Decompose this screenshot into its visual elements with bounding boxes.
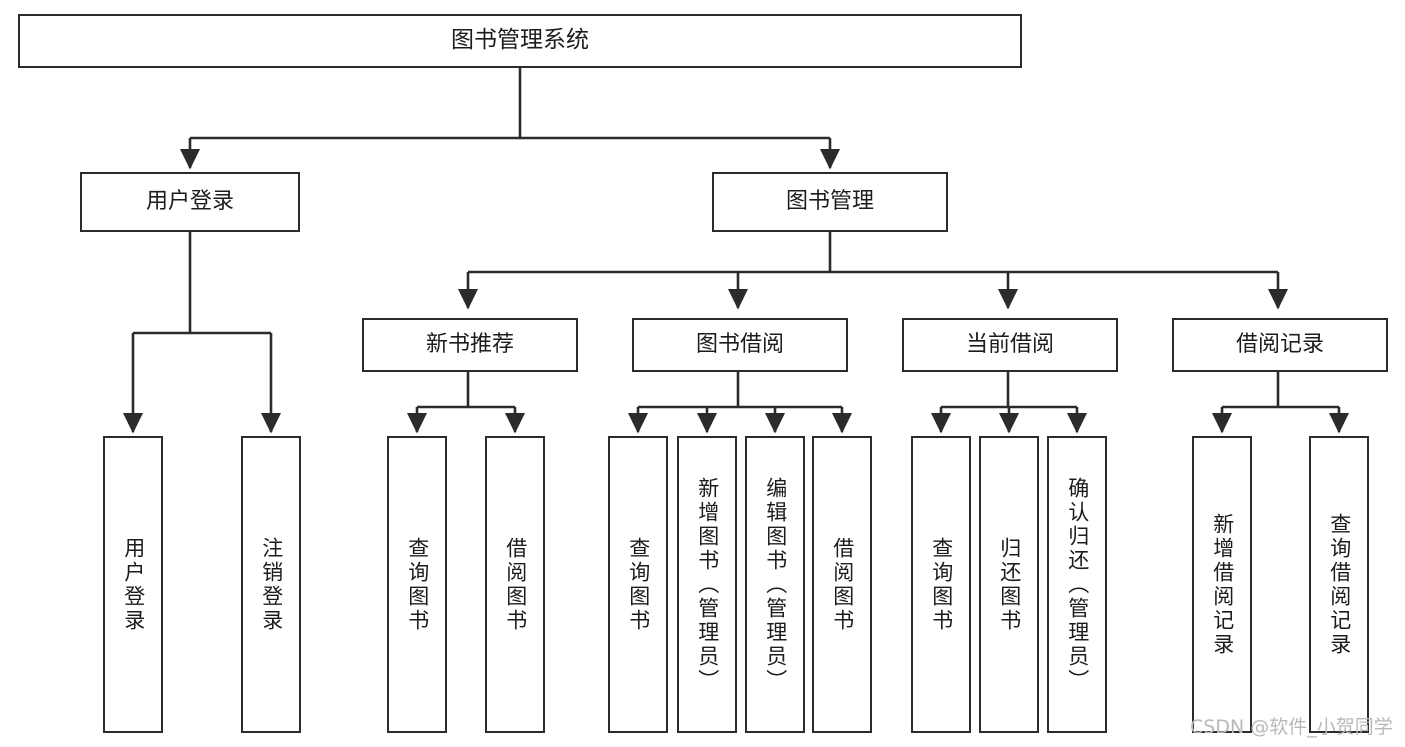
- node-borrow-record[interactable]: 借阅记录: [1172, 318, 1388, 372]
- node-new-book-recommend[interactable]: 新书推荐: [362, 318, 578, 372]
- node-label: 查询图书: [626, 536, 651, 633]
- node-label: 编辑图书（管理员）: [763, 476, 788, 693]
- node-book-borrow[interactable]: 图书借阅: [632, 318, 848, 372]
- node-label: 当前借阅: [965, 331, 1054, 357]
- node-label: 注销登录: [259, 536, 284, 633]
- node-book-management[interactable]: 图书管理: [712, 172, 948, 232]
- node-user-login[interactable]: 用户登录: [80, 172, 300, 232]
- leaf-query-book-borrow[interactable]: 查询图书: [608, 436, 668, 733]
- node-label: 查询图书: [405, 536, 430, 633]
- leaf-query-book-current[interactable]: 查询图书: [911, 436, 971, 733]
- leaf-return-book[interactable]: 归还图书: [979, 436, 1039, 733]
- node-label: 查询图书: [929, 536, 954, 633]
- node-label: 用户登录: [121, 536, 146, 633]
- node-label: 借阅图书: [503, 536, 528, 633]
- leaf-user-login[interactable]: 用户登录: [103, 436, 163, 733]
- leaf-borrow-book[interactable]: 借阅图书: [812, 436, 872, 733]
- node-label: 用户登录: [145, 188, 234, 214]
- leaf-edit-book-admin[interactable]: 编辑图书（管理员）: [745, 436, 805, 733]
- leaf-confirm-return-admin[interactable]: 确认归还（管理员）: [1047, 436, 1107, 733]
- node-root-book-management-system[interactable]: 图书管理系统: [18, 14, 1022, 68]
- node-label: 借阅记录: [1235, 331, 1324, 357]
- node-current-borrow[interactable]: 当前借阅: [902, 318, 1118, 372]
- leaf-logout[interactable]: 注销登录: [241, 436, 301, 733]
- node-label: 新书推荐: [425, 331, 514, 357]
- leaf-add-book-admin[interactable]: 新增图书（管理员）: [677, 436, 737, 733]
- node-label: 借阅图书: [830, 536, 855, 633]
- leaf-query-book-recommend[interactable]: 查询图书: [387, 436, 447, 733]
- leaf-borrow-book-recommend[interactable]: 借阅图书: [485, 436, 545, 733]
- node-label: 新增借阅记录: [1210, 512, 1235, 657]
- node-label: 查询借阅记录: [1327, 512, 1352, 657]
- leaf-query-borrow-record[interactable]: 查询借阅记录: [1309, 436, 1369, 733]
- node-label: 新增图书（管理员）: [695, 476, 720, 693]
- node-label: 图书管理系统: [451, 27, 589, 54]
- node-label: 图书管理: [785, 188, 874, 214]
- node-label: 图书借阅: [695, 331, 784, 357]
- csdn-watermark: CSDN @软件_小贺同学: [1190, 716, 1393, 738]
- node-label: 归还图书: [997, 536, 1022, 633]
- leaf-add-borrow-record[interactable]: 新增借阅记录: [1192, 436, 1252, 733]
- node-label: 确认归还（管理员）: [1065, 476, 1090, 693]
